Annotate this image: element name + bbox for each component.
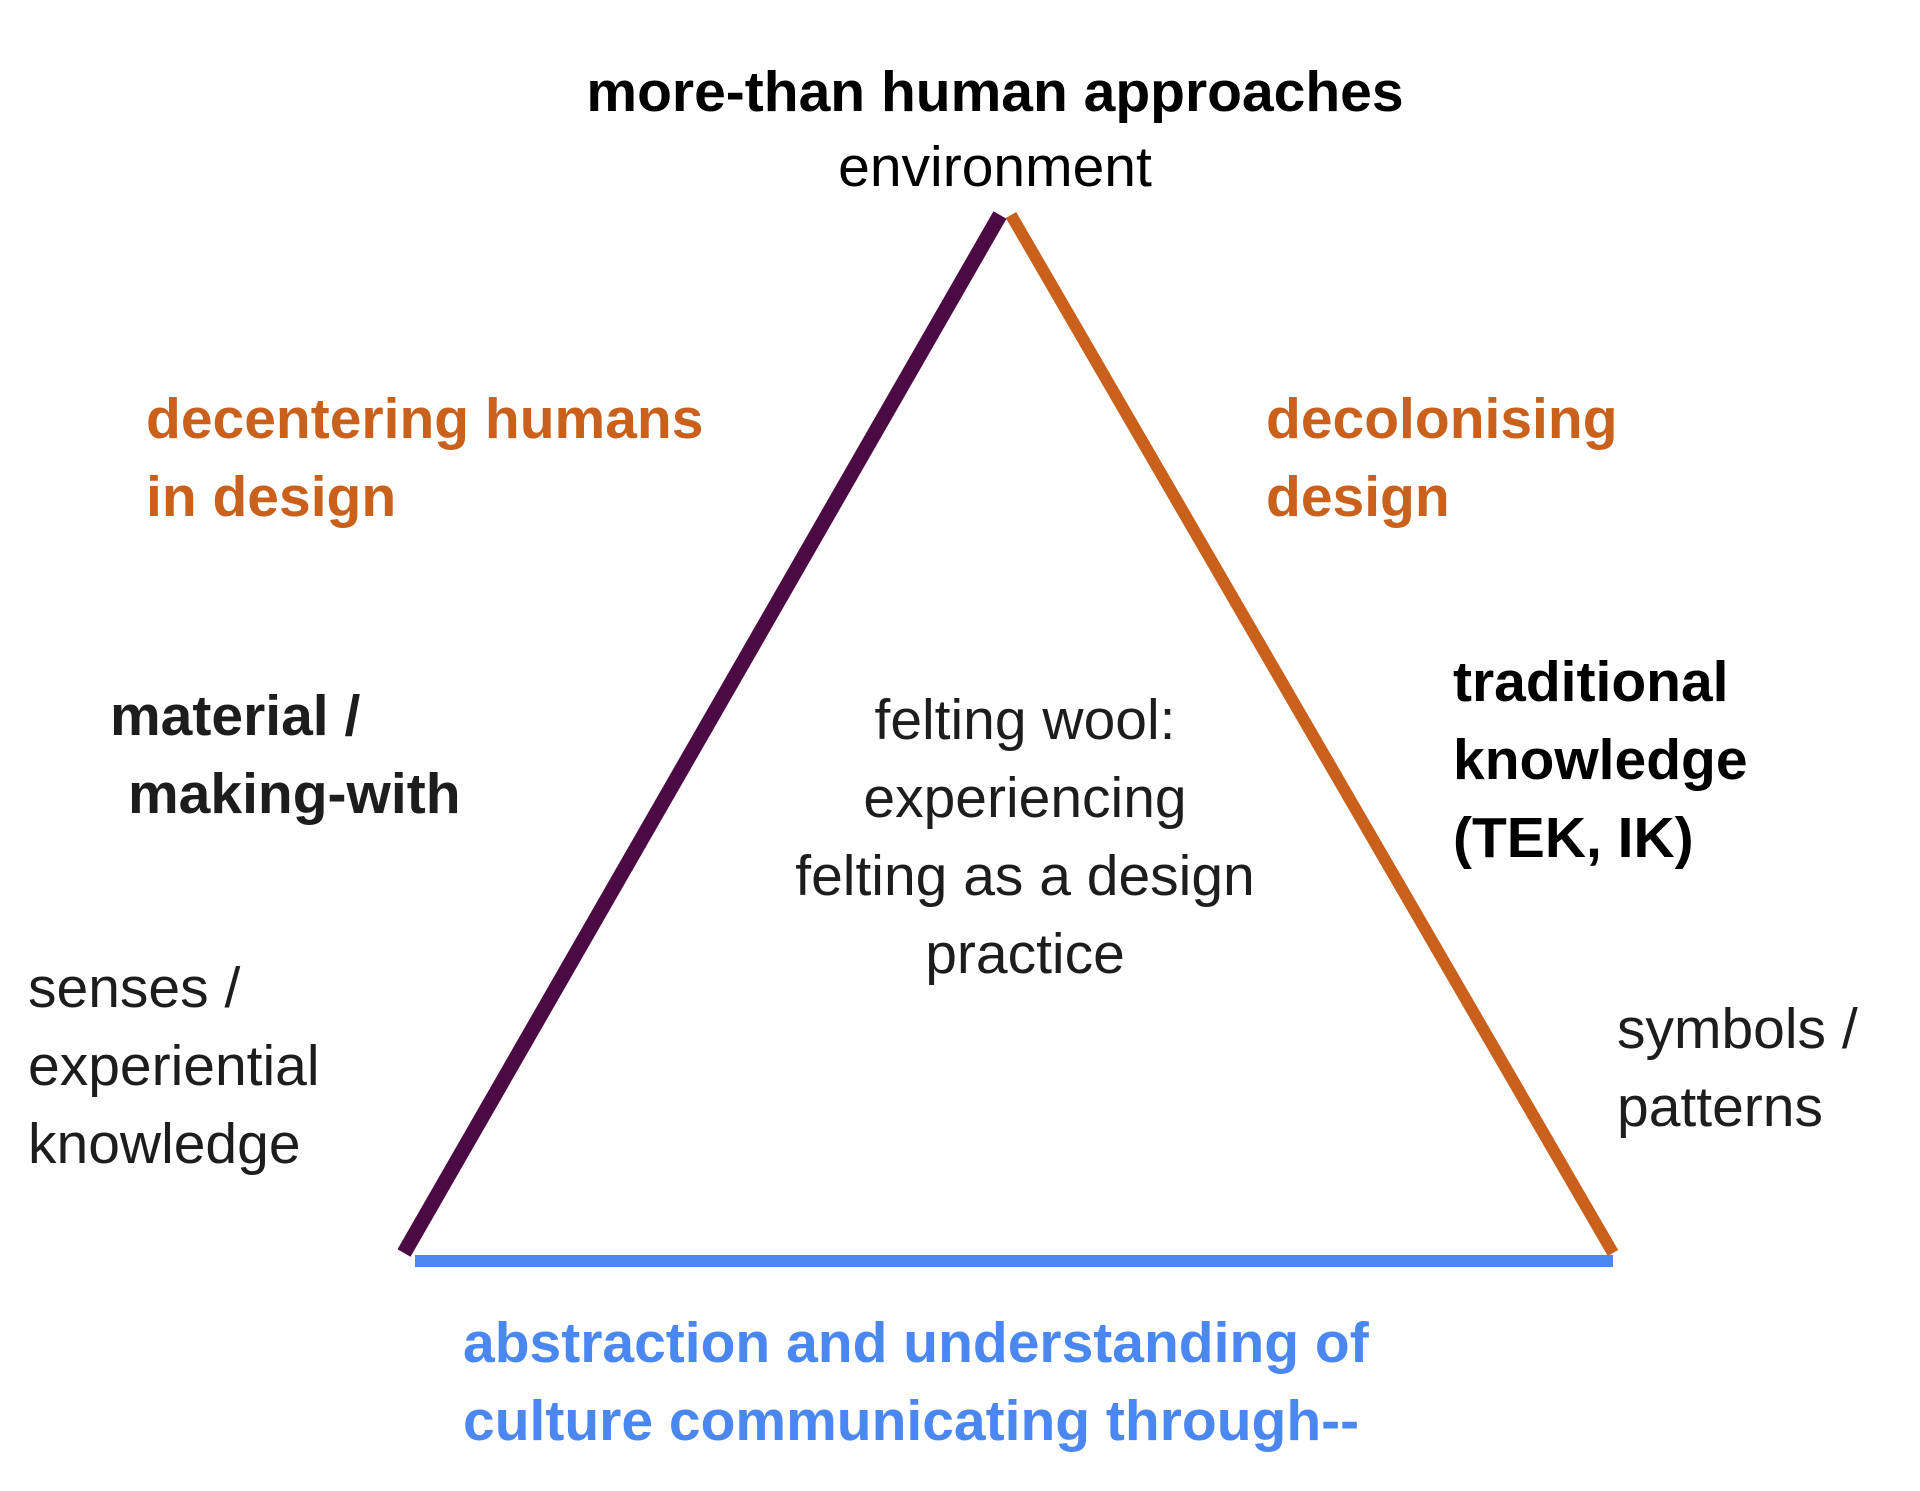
- center-line-3: felting as a design: [795, 844, 1255, 908]
- right-practice-line-1: traditional: [1453, 650, 1729, 714]
- left-theme-label: decentering humans in design: [146, 380, 703, 536]
- left-knowledge-line-2: experiential: [28, 1034, 320, 1098]
- left-knowledge-line-3: knowledge: [28, 1112, 301, 1176]
- center-line-4: practice: [925, 922, 1125, 986]
- left-edge-line: [397, 211, 1007, 1257]
- left-knowledge-line-1: senses /: [28, 956, 241, 1020]
- center-line-2: experiencing: [863, 766, 1187, 830]
- center-line-1: felting wool:: [874, 688, 1176, 752]
- left-practice-line-1: material /: [110, 684, 361, 748]
- bottom-line-1: abstraction and understanding of: [463, 1311, 1369, 1375]
- right-theme-line-1: decolonising: [1266, 387, 1618, 451]
- right-practice-line-2: knowledge: [1453, 728, 1748, 792]
- bottom-line-2: culture communicating through--: [463, 1389, 1360, 1453]
- left-theme-line-2: in design: [146, 465, 397, 529]
- top-vertex-title: more-than human approaches: [586, 60, 1404, 124]
- center-label: felting wool: experiencing felting as a …: [0, 681, 1920, 993]
- right-knowledge-line-1: symbols /: [1617, 997, 1858, 1061]
- right-theme-line-2: design: [1266, 465, 1450, 529]
- left-practice-line-2: making-with: [128, 762, 461, 826]
- left-practice-label: material / making-with: [110, 677, 461, 833]
- left-knowledge-label: senses / experiential knowledge: [28, 949, 320, 1183]
- right-knowledge-line-2: patterns: [1617, 1075, 1823, 1139]
- top-vertex-subtitle: environment: [838, 135, 1152, 199]
- left-theme-line-1: decentering humans: [146, 387, 704, 451]
- right-practice-label: traditional knowledge (TEK, IK): [1453, 643, 1748, 877]
- right-theme-label: decolonising design: [1266, 380, 1618, 536]
- right-edge-line: [1005, 211, 1619, 1257]
- right-practice-line-3: (TEK, IK): [1453, 806, 1694, 870]
- right-knowledge-label: symbols / patterns: [1617, 990, 1858, 1146]
- bottom-label: abstraction and understanding of culture…: [463, 1304, 1369, 1460]
